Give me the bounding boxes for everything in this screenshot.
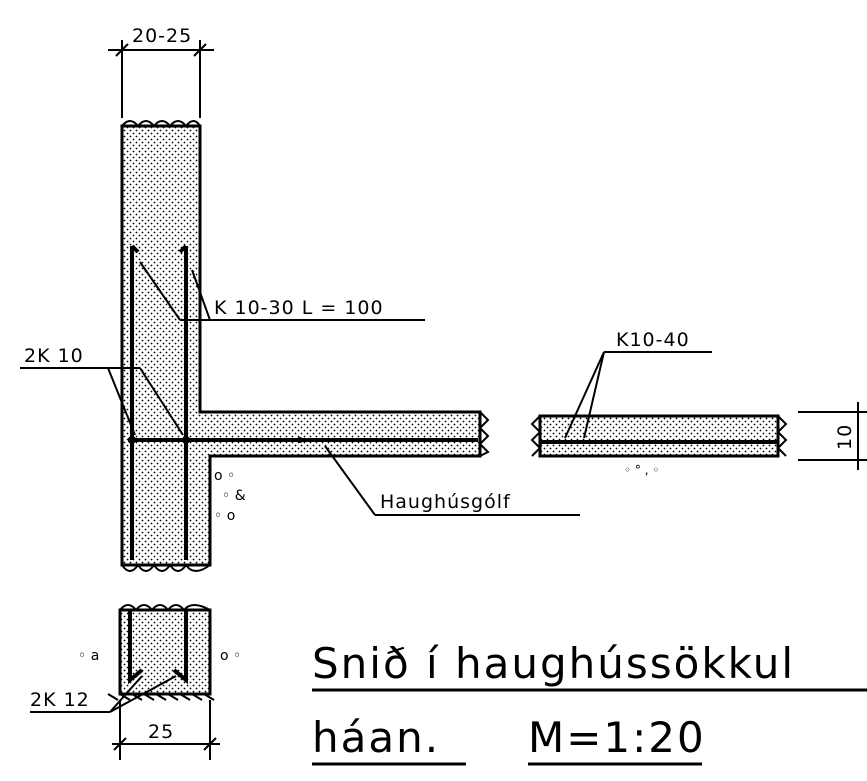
bars-wall-label: 2K 10 bbox=[24, 345, 84, 367]
slab-detail-concrete bbox=[538, 414, 780, 458]
top-width-dimension: 20-25 bbox=[108, 25, 214, 118]
slab-break-right bbox=[478, 411, 490, 457]
title-scale: M=1:20 bbox=[528, 713, 706, 762]
svg-text:o ◦: o ◦ bbox=[214, 468, 235, 484]
slab-thickness-label: 10 bbox=[834, 424, 856, 450]
slab-detail-break-left bbox=[530, 415, 542, 457]
title-line-1: Snið í haughússökkul bbox=[312, 639, 795, 688]
svg-text:◦ &: ◦ & bbox=[222, 488, 246, 504]
bottom-width-label: 25 bbox=[148, 721, 174, 743]
bottom-width-dimension: 25 bbox=[112, 700, 220, 760]
wall-top-break bbox=[121, 120, 201, 128]
title-line-2-a: háan. bbox=[312, 713, 440, 762]
bars-wall-callout: 2K 10 bbox=[20, 345, 184, 436]
bars-footing-label: 2K 12 bbox=[30, 689, 90, 711]
svg-text:o ◦: o ◦ bbox=[220, 648, 241, 664]
stirrup-wall-callout: K 10-30 L = 100 bbox=[139, 261, 425, 321]
wall-bottom-break bbox=[121, 563, 211, 572]
drawing-title: Snið í haughússökkul háan. M=1:20 bbox=[312, 639, 867, 766]
wall-reinforcement bbox=[128, 244, 478, 560]
svg-text:◦ o: ◦ o bbox=[214, 508, 235, 524]
ground-fill: o ◦ ◦ & ◦ o bbox=[214, 468, 246, 524]
svg-text:◦ ° , ◦: ◦ ° , ◦ bbox=[624, 463, 659, 477]
stirrup-wall-label: K 10-30 L = 100 bbox=[214, 297, 384, 319]
slab-thickness-dimension: 10 bbox=[798, 402, 867, 470]
svg-text:◦ a: ◦ a bbox=[78, 648, 99, 664]
floor-callout: Haughúsgólf bbox=[324, 445, 580, 516]
top-width-label: 20-25 bbox=[132, 25, 192, 47]
floor-label: Haughúsgólf bbox=[380, 491, 511, 513]
slab-mesh-callout: K10-40 bbox=[564, 329, 712, 439]
slab-mesh-label: K10-40 bbox=[616, 329, 690, 351]
slab-detail-break-right bbox=[776, 415, 788, 457]
footing-top-break bbox=[119, 604, 211, 612]
footing-reinforcement bbox=[128, 610, 188, 685]
